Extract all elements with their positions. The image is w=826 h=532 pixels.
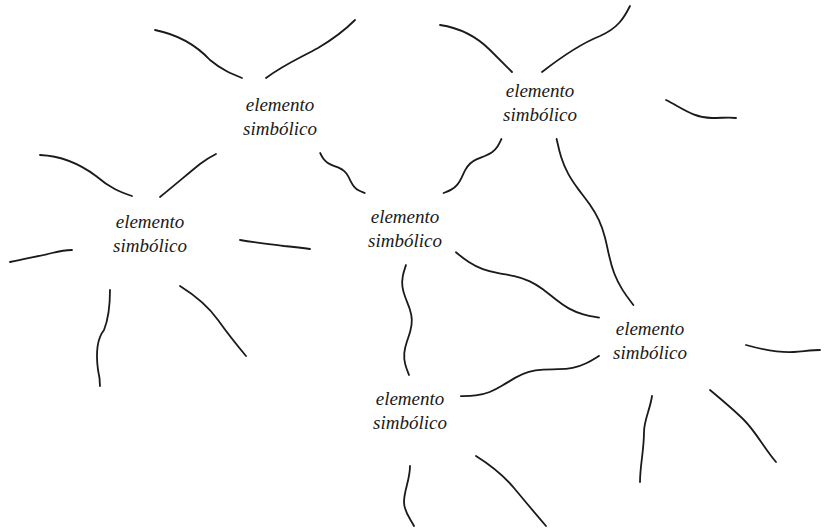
node-label: elemento simbólico — [503, 79, 577, 127]
free-stroke — [746, 345, 820, 352]
free-stroke — [240, 240, 310, 249]
free-stroke — [155, 30, 242, 78]
free-stroke — [710, 390, 776, 462]
free-stroke — [640, 396, 652, 482]
connector-line — [444, 139, 502, 193]
connector-line — [402, 265, 412, 375]
node-label: elemento simbólico — [243, 93, 317, 141]
free-stroke — [97, 290, 110, 386]
connector-line — [456, 252, 599, 317]
node-label: elemento simbólico — [373, 387, 447, 435]
connector-line — [461, 356, 599, 396]
node-label: elemento simbólico — [368, 205, 442, 253]
free-stroke — [266, 20, 355, 78]
free-stroke — [542, 6, 630, 72]
symbol-node: elemento simbólico — [362, 201, 448, 257]
symbol-node: elemento simbólico — [237, 89, 323, 145]
symbol-node: elemento simbólico — [497, 75, 583, 131]
symbol-node: elemento simbólico — [367, 383, 453, 439]
free-stroke — [180, 286, 246, 356]
free-stroke — [476, 456, 546, 526]
free-stroke — [666, 100, 736, 118]
symbol-node: elemento simbólico — [107, 206, 193, 262]
node-label: elemento simbólico — [613, 317, 687, 365]
connector-line — [320, 153, 365, 193]
free-stroke — [160, 154, 216, 197]
free-stroke — [404, 466, 414, 526]
free-stroke — [10, 250, 72, 262]
node-label: elemento simbólico — [113, 210, 187, 258]
symbol-node: elemento simbólico — [607, 313, 693, 369]
free-stroke — [40, 155, 132, 196]
connector-line — [557, 139, 634, 305]
free-stroke — [440, 25, 512, 72]
